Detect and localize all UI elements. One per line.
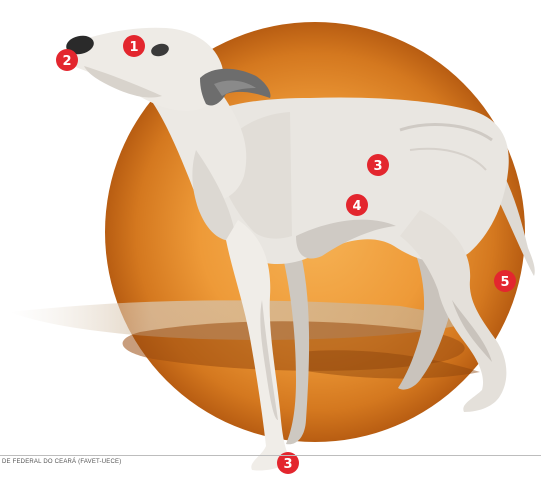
source-credit: DE FEDERAL DO CEARÁ (FAVET-UECE) [2, 459, 121, 465]
footer-divider [0, 455, 541, 456]
marker-paw-label: 3 [283, 457, 292, 472]
marker-belly: 4 [346, 194, 368, 216]
marker-belly-label: 4 [352, 199, 361, 214]
marker-flank: 3 [367, 154, 389, 176]
marker-hind-leg: 5 [494, 270, 516, 292]
marker-eye: 1 [123, 35, 145, 57]
marker-eye-label: 1 [129, 40, 138, 55]
marker-flank-label: 3 [373, 159, 382, 174]
marker-nose: 2 [56, 49, 78, 71]
marker-nose-label: 2 [62, 54, 71, 69]
marker-hind-leg-label: 5 [500, 275, 509, 290]
